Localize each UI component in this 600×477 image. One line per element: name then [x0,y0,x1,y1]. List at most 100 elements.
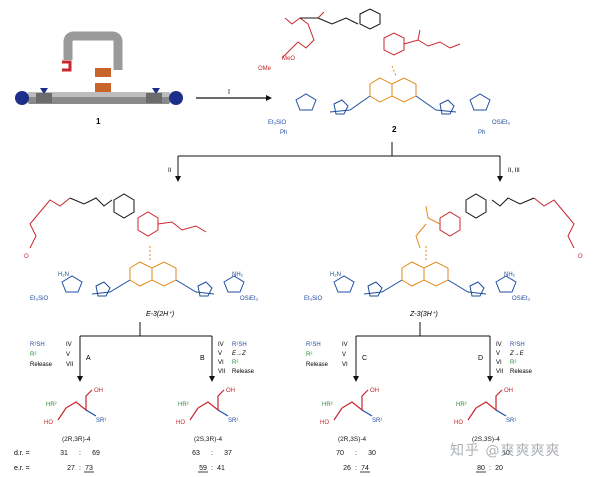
cond-D-r2: R² [510,360,516,366]
product-sr1-label: SR¹ [506,418,516,424]
product-oh-label: OH [94,388,103,394]
dr-value-b: 69 [92,450,100,457]
product-ho-label: HO [454,420,463,426]
cond-B-IV: IV [218,342,224,348]
cond-C-r2: R² [306,352,312,358]
product-sr1-bond [361,409,373,417]
cond-B-r1sh: R¹SH [232,342,247,348]
product-sr1-label: SR¹ [96,418,106,424]
product-oh-label: OH [226,388,235,394]
right-complex-structure [333,193,575,297]
er-value-a: 80 [477,465,485,472]
er-value-a: 59 [199,465,207,472]
compound-2-structure [281,8,491,115]
cond-D-V: V [496,351,500,357]
cond-A-V: V [66,352,70,358]
left-osiet3-label: OSiEt₃ [240,296,259,302]
product-config-label: (2S,3S)-4 [472,436,500,443]
cond-D-r1sh: R¹SH [510,342,525,348]
er-colon: : [211,465,213,472]
left-complex-structure [29,193,245,297]
product-skeleton [65,389,93,412]
left-et3sio-label: Et₃SiO [30,296,48,302]
dr-value-a: 70 [336,450,344,457]
otbs-top-label: OSiEt₃ [492,120,511,126]
machine-cartoon-1 [15,31,183,105]
dr-value-b: 30 [368,450,376,457]
product-ho-bond [57,407,67,421]
right-o-label: O [578,254,583,260]
product-sr1-bond [495,409,507,417]
product-ho-label: HO [44,420,53,426]
sub-branch-arrows [79,322,491,378]
cond-C-IV: IV [342,342,348,348]
product-hr2-label: HR² [322,402,333,408]
er-colon: : [489,465,491,472]
er-value-a: 27 [67,465,75,472]
product-ho-bond [189,407,199,421]
product-sr1-label: SR¹ [372,418,382,424]
dr-colon: : [355,450,357,457]
product-sr1-bond [85,409,97,417]
product-config-label: (2R,3S)-4 [338,436,367,443]
product-skeleton [475,389,503,412]
compound-2-label: 2 [392,125,397,134]
er-colon: : [355,465,357,472]
product-hr2-label: HR² [178,402,189,408]
cond-C-release: Release [306,362,329,368]
product-oh-label: OH [370,388,379,394]
compound-1-label: 1 [96,117,101,126]
left-complex-label: E-3(2H⁺) [146,311,174,318]
er-value-a: 26 [343,465,351,472]
cond-A-IV: IV [66,342,72,348]
product-skeleton [341,389,369,412]
product-ho-bond [333,407,343,421]
ome-label-top: OMe [258,66,272,72]
product-oh-label: OH [504,388,513,394]
right-h2n-label: H₂N [330,272,341,278]
et3sio-top-label: Et₃SiO [268,120,286,126]
path-A-letter: A [86,355,91,362]
right-osiet3-label: OSiEt₃ [512,296,531,302]
er-value-b: 74 [361,465,369,472]
arrow-II-III-label: II, III [508,168,520,174]
cond-D-VII: VII [496,369,504,375]
ph-label-top-right: Ph [478,130,485,136]
dr-value-a: 31 [60,450,68,457]
dr-colon: : [79,450,81,457]
left-o-label: O [24,254,29,260]
ph-label-top-left: Ph [280,130,287,136]
product-skeleton [197,389,225,412]
cond-B-e-to-z: E→Z [232,351,246,357]
cond-B-V: V [218,351,222,357]
product-config-label: (2S,3R)-4 [194,436,223,443]
watermark: 知乎 @爽爽爽爽 [450,443,561,459]
product-config-label: (2R,3R)-4 [62,436,91,443]
cond-C-VI: VI [342,362,348,368]
right-complex-label: Z-3(3H⁺) [409,311,438,318]
product-hr2-label: HR² [456,402,467,408]
product-sr1-bond [217,409,229,417]
arrow-II-label: II [168,168,172,174]
dr-value-a: 63 [192,450,200,457]
cond-D-release: Release [510,369,533,375]
cond-C-r1sh: R¹SH [306,342,321,348]
left-nh2-label: NH₂ [232,272,244,278]
dr-row-label: d.r. = [14,450,30,457]
er-value-b: 41 [217,465,225,472]
path-D-letter: D [478,355,483,362]
er-value-b: 20 [495,465,503,472]
right-et3sio-label: Et₃SiO [304,296,322,302]
er-row-label: e.r. = [14,465,30,472]
cond-D-IV: IV [496,342,502,348]
cond-B-VI: VI [218,360,224,366]
cond-A-release: Release [30,362,53,368]
path-C-letter: C [362,355,367,362]
cond-A-r2: R² [30,352,36,358]
right-nh2-label: NH₂ [504,272,516,278]
cond-A-VII: VII [66,362,74,368]
product-ho-label: HO [176,420,185,426]
cond-D-VI: VI [496,360,502,366]
